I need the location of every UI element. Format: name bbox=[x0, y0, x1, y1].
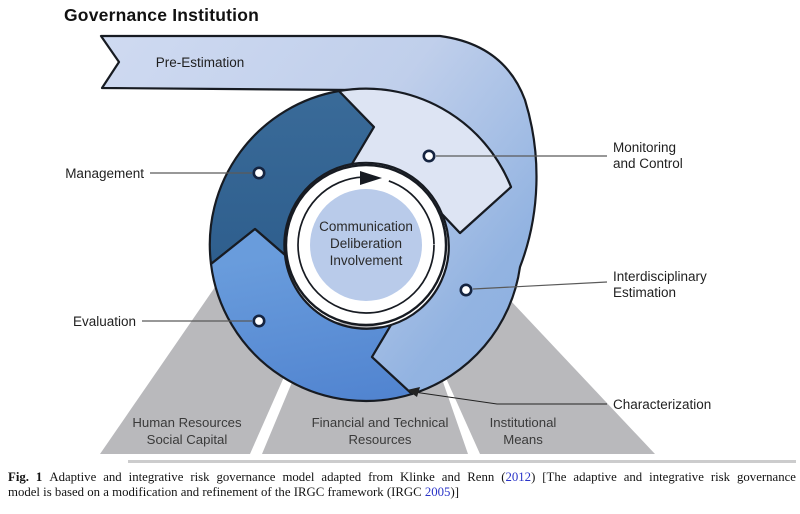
label-evaluation: Evaluation bbox=[73, 314, 136, 329]
label-monitoring-line1: Monitoring bbox=[613, 140, 676, 155]
label-human-resources-line2: Social Capital bbox=[147, 432, 228, 447]
center-label-deliberation: Deliberation bbox=[330, 236, 402, 251]
label-interdisciplinary-line1: Interdisciplinary bbox=[613, 269, 707, 284]
center-cycle-arrow-ring bbox=[297, 176, 435, 314]
label-financial-resources-line2: Resources bbox=[348, 432, 411, 447]
caption-line1: Fig. 1 Adaptive and integrative risk gove… bbox=[8, 470, 796, 485]
label-human-resources-line1: Human Resources bbox=[132, 415, 242, 430]
management-marker bbox=[252, 166, 266, 180]
interdisciplinary-leader-line bbox=[472, 281, 608, 290]
segment-evaluation bbox=[209, 227, 414, 403]
page-title: Governance Institution bbox=[64, 5, 259, 25]
figure-bottom-rule bbox=[128, 460, 796, 463]
figure-caption: Fig. 1 Adaptive and integrative risk gove… bbox=[8, 470, 796, 499]
center-label-involvement: Involvement bbox=[330, 253, 403, 268]
caption-text-2: ) [The adaptive and integrative risk gov… bbox=[531, 470, 796, 484]
label-institutional-means-line2: Means bbox=[503, 432, 543, 447]
caption-text-1: Adaptive and integrative risk governance… bbox=[49, 470, 506, 484]
cycle-arrowhead-icon bbox=[360, 171, 382, 185]
interdisciplinary-marker bbox=[459, 283, 473, 297]
risk-governance-diagram: Communication Deliberation Involvement P… bbox=[65, 34, 711, 454]
evaluation-marker bbox=[252, 314, 266, 328]
caption-text-3: model is based on a modification and ref… bbox=[8, 484, 425, 499]
label-interdisciplinary-line2: Estimation bbox=[613, 285, 676, 300]
caption-line2: model is based on a modification and ref… bbox=[8, 485, 796, 500]
citation-klinke-renn-2012[interactable]: 2012 bbox=[505, 470, 532, 484]
center-label-communication: Communication bbox=[319, 219, 413, 234]
center-disc bbox=[310, 189, 422, 301]
callouts bbox=[142, 149, 608, 405]
citation-irgc-2005[interactable]: 2005 bbox=[424, 484, 451, 499]
label-monitoring-line2: and Control bbox=[613, 156, 683, 171]
caption-text-4: )] bbox=[450, 484, 459, 499]
characterization-arrowhead-icon bbox=[407, 387, 420, 397]
characterization-leader-line bbox=[413, 391, 607, 405]
label-financial-resources-line1: Financial and Technical bbox=[312, 415, 449, 430]
figure-number: Fig. 1 bbox=[8, 470, 43, 484]
label-management: Management bbox=[65, 166, 144, 181]
banner-label-pre-estimation: Pre-Estimation bbox=[156, 55, 245, 70]
monitoring-marker bbox=[422, 149, 436, 163]
label-institutional-means-line1: Institutional bbox=[490, 415, 557, 430]
label-characterization: Characterization bbox=[613, 397, 711, 412]
